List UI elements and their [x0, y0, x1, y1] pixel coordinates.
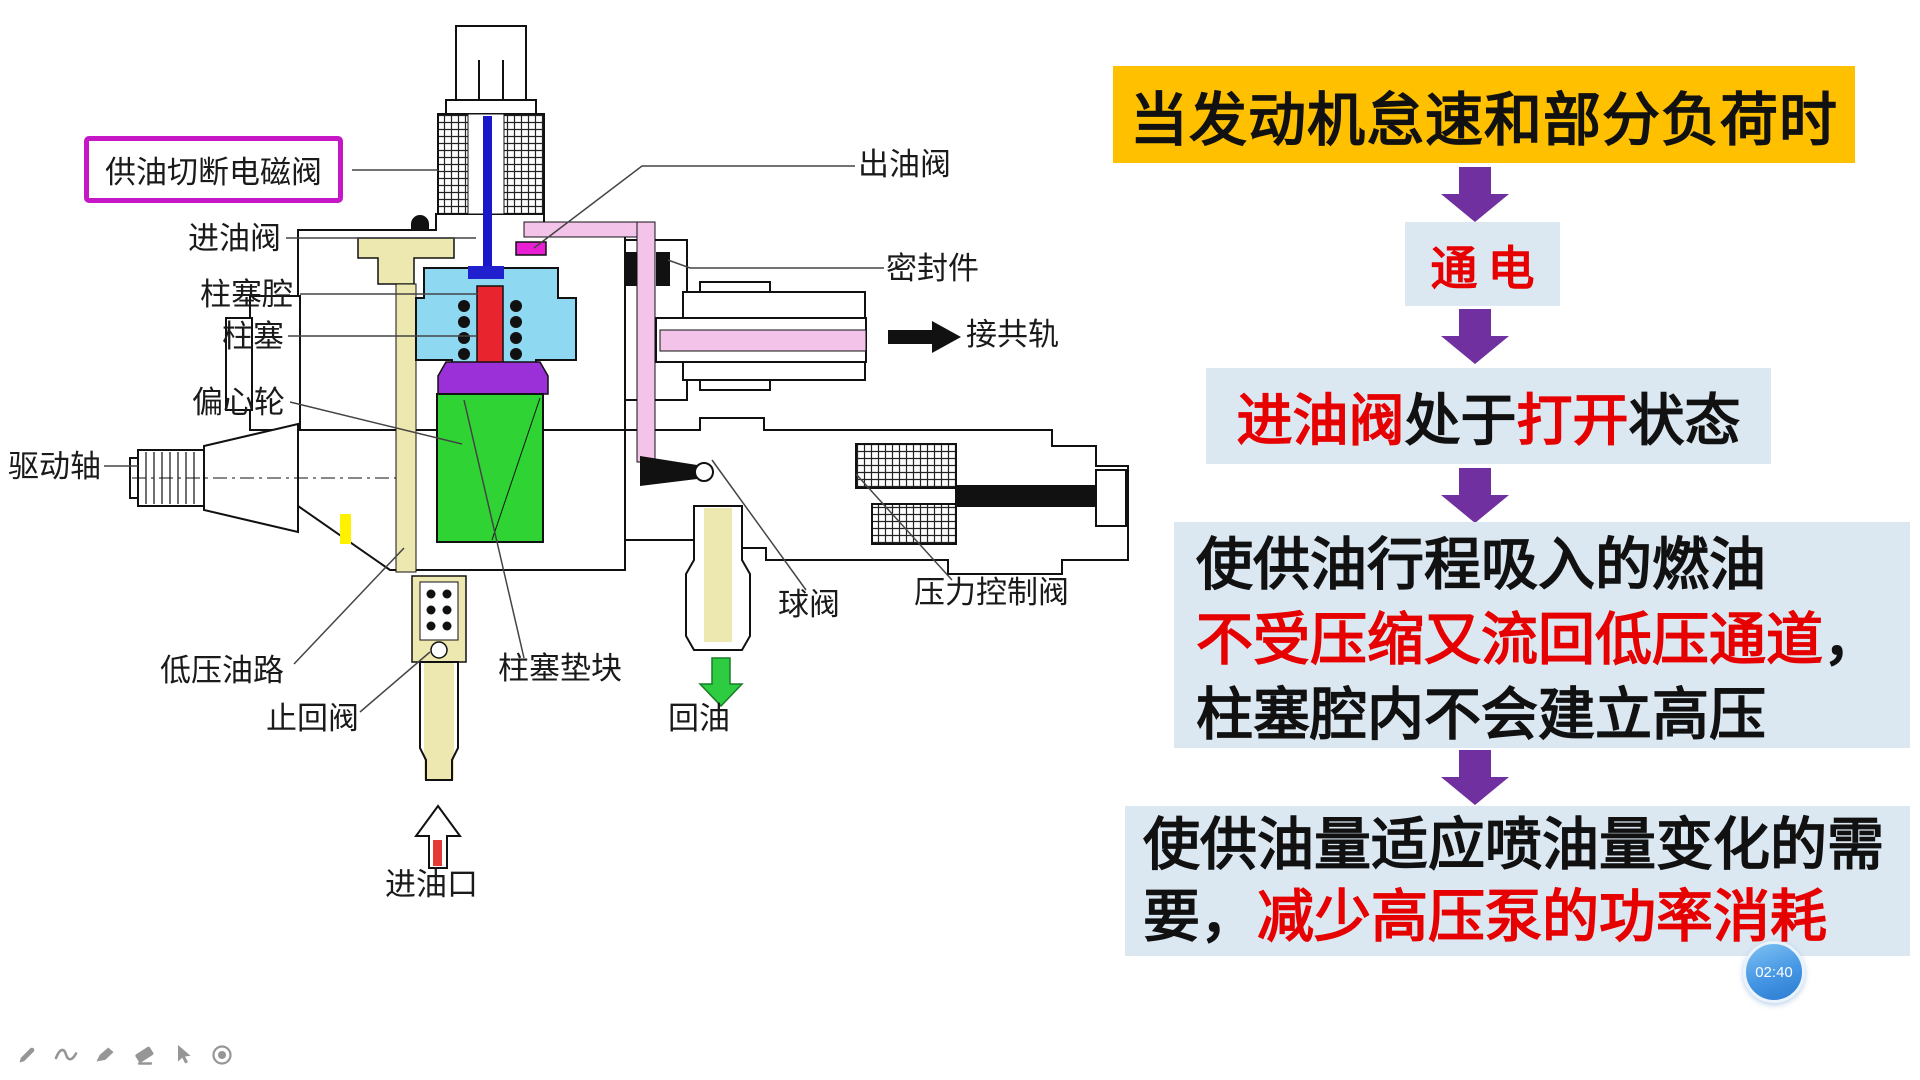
seal-right — [656, 252, 670, 286]
flow-step-result-line1: 使供油量适应喷油量变化的需 — [1143, 814, 1884, 877]
flow-step-power: 通电 — [1405, 222, 1560, 306]
eccentric-shape — [436, 393, 544, 543]
timer-value: 02:40 — [1755, 963, 1793, 981]
record-icon[interactable] — [209, 1042, 235, 1068]
flow-step-fuel: 使供油行程吸入的燃油 不受压缩又流回低压通道， 柱塞腔内不会建立高压 — [1174, 522, 1910, 748]
flow-step-valve: 进油阀处于打开状态 — [1206, 368, 1771, 464]
label-drive-shaft: 驱动轴 — [8, 449, 101, 484]
flow-step-fuel-line2: 不受压缩又流回低压通道， — [1196, 609, 1880, 672]
label-check-valve: 止回阀 — [266, 701, 359, 736]
return-arrow — [698, 657, 744, 708]
pen-icon[interactable] — [14, 1042, 40, 1068]
label-solenoid: 供油切断电磁阀 — [84, 136, 343, 203]
eraser-icon[interactable] — [131, 1042, 157, 1068]
plunger-pad-shape — [437, 361, 549, 395]
plunger-shape — [476, 285, 504, 375]
label-oil-return: 回油 — [668, 701, 730, 736]
label-plunger-pad: 柱塞垫块 — [498, 651, 622, 686]
to-rail-arrow — [888, 321, 961, 353]
flow-step-power-text: 通电 — [1430, 243, 1545, 296]
flow-title: 当发动机怠速和部分负荷时 — [1113, 66, 1855, 163]
plunger-spring — [458, 300, 522, 360]
seal-left — [624, 252, 637, 286]
label-pressure-valve: 压力控制阀 — [914, 575, 1069, 610]
cursor-icon[interactable] — [170, 1042, 196, 1068]
flow-arrow-2 — [1441, 309, 1509, 364]
curve-icon[interactable] — [53, 1042, 79, 1068]
ball-valve-shape — [694, 462, 714, 482]
pink-passage-top — [523, 221, 655, 238]
annotation-toolbar — [14, 1042, 235, 1068]
yellow-mark — [340, 514, 351, 544]
flow-step-fuel-line1: 使供油行程吸入的燃油 — [1196, 534, 1766, 597]
flow-arrow-3 — [1441, 468, 1509, 523]
inlet-arrow — [414, 804, 462, 869]
flow-step-fuel-line3: 柱塞腔内不会建立高压 — [1196, 684, 1766, 747]
label-inlet-valve: 进油阀 — [188, 221, 281, 256]
pump-diagram — [104, 25, 1129, 869]
rail-pipe — [659, 329, 867, 352]
label-low-pressure: 低压油路 — [160, 653, 284, 688]
label-ball-valve: 球阀 — [778, 587, 840, 622]
label-seal: 密封件 — [886, 251, 979, 286]
marker-icon[interactable] — [92, 1042, 118, 1068]
solenoid-needle — [483, 116, 492, 268]
label-to-rail: 接共轨 — [966, 317, 1059, 352]
label-fuel-inlet: 进油口 — [385, 867, 478, 902]
label-eccentric: 偏心轮 — [192, 385, 285, 420]
timer-badge[interactable]: 02:40 — [1743, 941, 1805, 1003]
outlet-valve-shape — [515, 241, 547, 256]
needle-cap — [468, 266, 504, 279]
label-outlet-valve: 出油阀 — [858, 147, 951, 182]
pink-passage-vertical — [636, 221, 656, 463]
flow-step-result-line2: 要，减少高压泵的功率消耗 — [1143, 886, 1827, 949]
flow-arrow-1 — [1441, 167, 1509, 222]
label-plunger: 柱塞 — [222, 319, 284, 354]
leader-lines — [104, 165, 953, 713]
flow-arrow-4 — [1441, 750, 1509, 805]
label-plunger-chamber: 柱塞腔 — [200, 277, 293, 312]
flow-step-result: 使供油量适应喷油量变化的需 要，减少高压泵的功率消耗 — [1125, 806, 1910, 956]
connector-outline — [455, 25, 527, 113]
